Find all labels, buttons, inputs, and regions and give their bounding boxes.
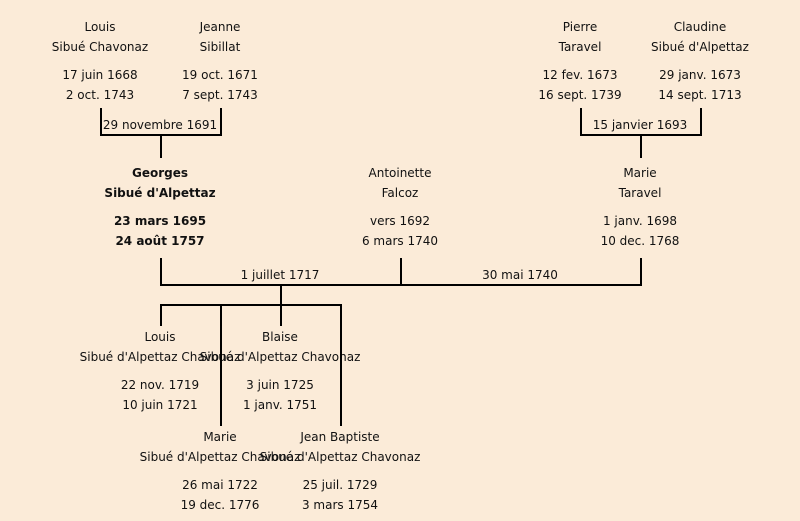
birth-date: 22 nov. 1719 [120, 378, 200, 392]
death-date: 6 mars 1740 [361, 234, 439, 248]
first-name: Jean Baptiste [300, 430, 380, 444]
birth-date: 29 janv. 1673 [659, 68, 741, 82]
birth-date: 1 janv. 1698 [602, 214, 678, 228]
death-date: 16 sept. 1739 [538, 88, 622, 102]
marriage-date: 1 juillet 1717 [240, 268, 320, 282]
line [700, 108, 702, 136]
line [160, 304, 342, 306]
line [280, 284, 282, 306]
first-name: Georges [131, 166, 189, 180]
marriage-date: 15 janvier 1693 [592, 118, 688, 132]
last-name: Sibué d'Alpettaz [651, 40, 749, 54]
death-date: 19 dec. 1776 [180, 498, 260, 512]
line [400, 258, 402, 286]
death-date: 2 oct. 1743 [65, 88, 135, 102]
first-name: Marie [623, 166, 657, 180]
line [640, 134, 642, 158]
line [160, 304, 162, 326]
death-date: 3 mars 1754 [301, 498, 379, 512]
birth-date: 17 juin 1668 [62, 68, 138, 82]
first-name: Antoinette [368, 166, 432, 180]
first-name: Jeanne [199, 20, 241, 34]
birth-date: 25 juil. 1729 [302, 478, 378, 492]
first-name: Louis [84, 20, 116, 34]
first-name: Claudine [673, 20, 727, 34]
first-name: Marie [203, 430, 237, 444]
last-name: Sibué d'Alpettaz [104, 186, 216, 200]
first-name: Louis [144, 330, 176, 344]
first-name: Pierre [562, 20, 598, 34]
last-name: Sibillat [199, 40, 241, 54]
first-name: Blaise [262, 330, 298, 344]
line [100, 108, 102, 136]
marriage-date: 29 novembre 1691 [102, 118, 218, 132]
last-name: Taravel [558, 40, 602, 54]
death-date: 10 dec. 1768 [600, 234, 680, 248]
last-name: Sibué d'Alpettaz Chavonaz [139, 450, 301, 464]
death-date: 7 sept. 1743 [182, 88, 258, 102]
death-date: 14 sept. 1713 [658, 88, 742, 102]
birth-date: 3 juin 1725 [246, 378, 314, 392]
death-date: 1 janv. 1751 [242, 398, 318, 412]
last-name: Sibué Chavonaz [51, 40, 149, 54]
line [160, 284, 642, 286]
birth-date: 19 oct. 1671 [182, 68, 258, 82]
last-name: Falcoz [381, 186, 419, 200]
line [220, 304, 222, 426]
last-name: Sibué d'Alpettaz Chavonaz [259, 450, 421, 464]
line [280, 304, 282, 326]
line [160, 134, 162, 158]
marriage-date: 30 mai 1740 [482, 268, 558, 282]
line [220, 108, 222, 136]
line [640, 258, 642, 286]
birth-date: 12 fev. 1673 [542, 68, 618, 82]
birth-date: 26 mai 1722 [182, 478, 258, 492]
line [160, 258, 162, 286]
last-name: Sibué d'Alpettaz Chavonaz [199, 350, 361, 364]
death-date: 24 août 1757 [115, 234, 205, 248]
last-name: Taravel [618, 186, 662, 200]
line [580, 108, 582, 136]
last-name: Sibué d'Alpettaz Chavonaz [79, 350, 241, 364]
birth-date: vers 1692 [369, 214, 431, 228]
death-date: 10 juin 1721 [122, 398, 198, 412]
birth-date: 23 mars 1695 [113, 214, 207, 228]
line [340, 304, 342, 426]
